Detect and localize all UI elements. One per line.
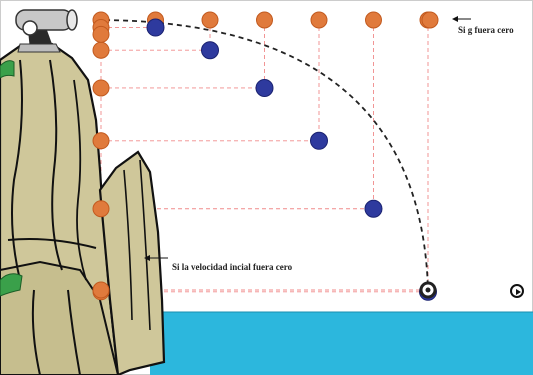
uniform-motion-marker bbox=[202, 12, 218, 28]
free-fall-marker bbox=[93, 133, 109, 149]
water bbox=[150, 312, 533, 375]
uniform-motion-marker bbox=[366, 12, 382, 28]
projectile-position bbox=[365, 200, 382, 217]
free-fall-marker bbox=[93, 42, 109, 58]
label-g-zero: Si g fuera cero bbox=[458, 25, 514, 35]
uniform-motion-marker bbox=[257, 12, 273, 28]
uniform-motion-marker bbox=[422, 12, 438, 28]
projectile-position bbox=[311, 132, 328, 149]
free-fall-marker bbox=[93, 201, 109, 217]
label-velocity-zero: Si la velocidad incial fuera cero bbox=[172, 262, 292, 272]
uniform-motion-marker bbox=[311, 12, 327, 28]
projectile-position bbox=[202, 42, 219, 59]
projectile-position bbox=[147, 19, 164, 36]
free-fall-marker bbox=[93, 282, 109, 298]
projectile-position bbox=[256, 79, 273, 96]
free-fall-marker bbox=[93, 26, 109, 42]
play-icon[interactable] bbox=[510, 284, 524, 298]
free-fall-marker bbox=[93, 80, 109, 96]
target-ring-icon bbox=[421, 283, 435, 297]
